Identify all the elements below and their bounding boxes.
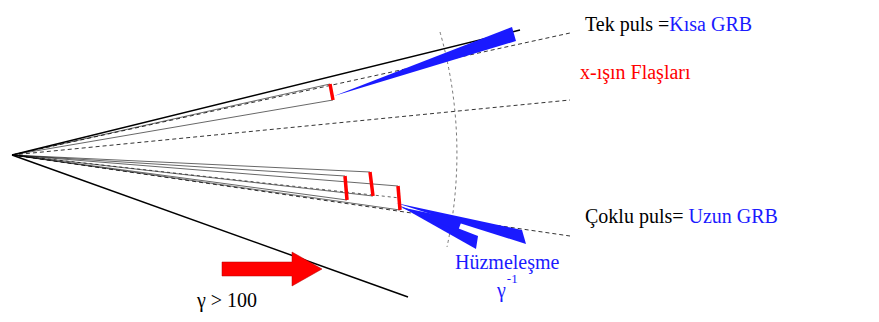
motion-arrow bbox=[222, 252, 322, 286]
lorentz-factor: γ > 100 bbox=[197, 288, 257, 312]
caption-text: Çoklu puls= bbox=[585, 204, 684, 228]
caption-text: Tek puls = bbox=[585, 12, 669, 36]
cone-edge bbox=[12, 30, 520, 155]
gamma-beam bbox=[334, 27, 526, 249]
caption-highlight: Kısa GRB bbox=[669, 12, 752, 36]
cone-edge bbox=[12, 155, 408, 297]
shell-lines bbox=[12, 84, 400, 210]
beaming-label: Hüzmeleşme bbox=[455, 250, 559, 274]
exponent: -1 bbox=[507, 271, 518, 287]
gamma-symbol: γ bbox=[497, 278, 506, 302]
dashed-axis bbox=[12, 100, 570, 155]
dashed-axis bbox=[12, 33, 570, 155]
dashed-axis bbox=[12, 155, 400, 198]
xray-shell bbox=[330, 84, 400, 210]
xray-label: x-ışın Flaşları bbox=[580, 60, 691, 84]
caption-highlight: Uzun GRB bbox=[689, 204, 778, 228]
